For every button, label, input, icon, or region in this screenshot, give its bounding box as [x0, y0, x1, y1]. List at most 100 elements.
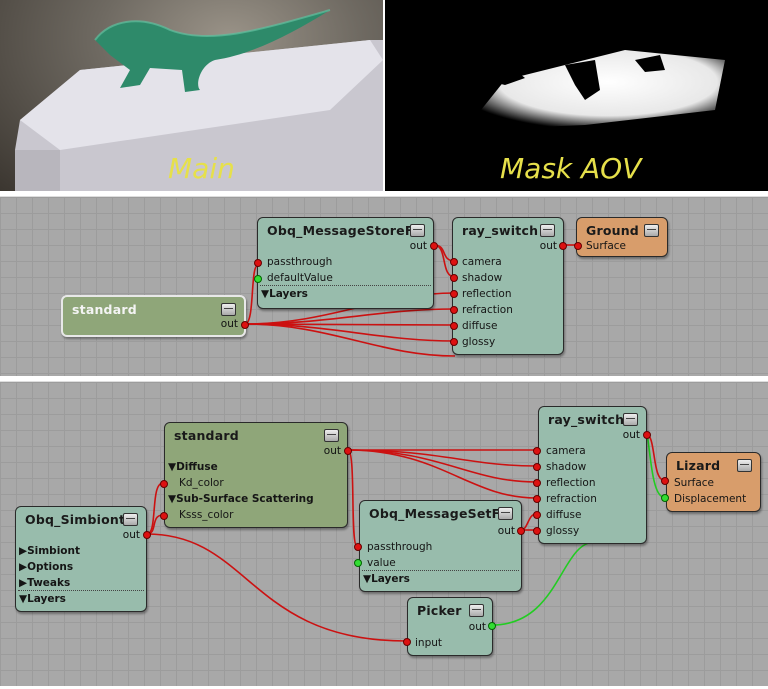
camera-port[interactable] — [450, 258, 458, 266]
port-label: glossy — [462, 336, 496, 348]
message-store-node[interactable]: Obq_MessageStoreFlt out passthrough defa… — [257, 217, 434, 309]
out-label: out — [122, 529, 140, 541]
section-toggle[interactable]: ▶Options — [19, 561, 74, 573]
passthrough-port[interactable] — [254, 259, 262, 267]
port-label: camera — [546, 445, 586, 457]
node-title: Ground — [586, 223, 639, 238]
standard-out-port[interactable] — [241, 321, 249, 329]
port-label: refraction — [546, 493, 597, 505]
node-title: Obq_MessageSetFlt — [369, 506, 512, 521]
out-label: out — [539, 240, 557, 252]
lizard-output-node[interactable]: Lizard Surface Displacement — [666, 452, 761, 512]
standard-node[interactable]: standard out — [61, 295, 246, 337]
standard-out-port[interactable] — [344, 447, 352, 455]
rayswitch-out-port[interactable] — [559, 242, 567, 250]
ksss-color-port[interactable] — [160, 512, 168, 520]
collapse-icon[interactable] — [221, 303, 236, 316]
out-label: out — [622, 429, 640, 441]
port-label: camera — [462, 256, 502, 268]
port-label: reflection — [546, 477, 596, 489]
node-title: standard — [174, 428, 239, 443]
ground-surface-port[interactable] — [574, 242, 582, 250]
picker-out-port[interactable] — [488, 622, 496, 630]
collapse-icon[interactable] — [498, 507, 513, 520]
lizard-displacement-port[interactable] — [661, 494, 669, 502]
lizard-render-image — [15, 9, 383, 191]
ray-switch-node[interactable]: ray_switch out camera shadow reflection … — [452, 217, 564, 355]
message-set-node[interactable]: Obq_MessageSetFlt out passthrough value … — [359, 500, 522, 592]
reflection-port[interactable] — [450, 290, 458, 298]
port-label: defaultValue — [267, 272, 333, 284]
diffuse-port[interactable] — [450, 322, 458, 330]
out-label: out — [220, 318, 238, 330]
simbiont-out-port[interactable] — [143, 531, 151, 539]
collapse-icon[interactable] — [737, 459, 752, 472]
lizard-surface-port[interactable] — [661, 477, 669, 485]
out-label: out — [323, 445, 341, 457]
kd-color-port[interactable] — [160, 480, 168, 488]
port-label: refraction — [462, 304, 513, 316]
section-toggle[interactable]: ▼Sub-Surface Scattering — [168, 493, 314, 505]
refraction-port[interactable] — [533, 495, 541, 503]
ray-switch-node[interactable]: ray_switch out camera shadow reflection … — [538, 406, 647, 544]
port-label: Surface — [674, 477, 715, 489]
glossy-port[interactable] — [533, 527, 541, 535]
collapse-icon[interactable] — [644, 224, 659, 237]
node-title: Obq_Simbiont — [25, 512, 126, 527]
port-label: Surface — [586, 240, 627, 252]
out-label: out — [409, 240, 427, 252]
node-title: ray_switch — [462, 223, 539, 238]
collapse-icon[interactable] — [540, 224, 555, 237]
standard-node[interactable]: standard out ▼Diffuse Kd_color ▼Sub-Surf… — [164, 422, 348, 528]
value-port[interactable] — [354, 559, 362, 567]
collapse-icon[interactable] — [410, 224, 425, 237]
simbiont-node[interactable]: Obq_Simbiont out ▶Simbiont ▶Options ▶Twe… — [15, 506, 147, 612]
set-out-port[interactable] — [517, 527, 525, 535]
out-label: out — [468, 621, 486, 633]
refraction-port[interactable] — [450, 306, 458, 314]
port-label: glossy — [546, 525, 580, 537]
section-toggle[interactable]: ▼Layers — [363, 573, 410, 585]
node-title: Obq_MessageStoreFlt — [267, 223, 425, 238]
port-label: input — [415, 637, 443, 649]
passthrough-port[interactable] — [354, 543, 362, 551]
camera-port[interactable] — [533, 447, 541, 455]
port-label: shadow — [546, 461, 587, 473]
port-label: diffuse — [462, 320, 498, 332]
section-toggle[interactable]: ▼Diffuse — [168, 461, 218, 473]
port-label: Kd_color — [179, 477, 224, 489]
port-label: passthrough — [367, 541, 433, 553]
collapse-icon[interactable] — [469, 604, 484, 617]
reflection-port[interactable] — [533, 479, 541, 487]
node-title: Picker — [417, 603, 462, 618]
node-graph-1[interactable]: standard out Obq_MessageStoreFlt out pas… — [0, 196, 768, 376]
shadow-port[interactable] — [533, 463, 541, 471]
port-label: value — [367, 557, 396, 569]
store-out-port[interactable] — [430, 242, 438, 250]
node-graph-2[interactable]: Obq_Simbiont out ▶Simbiont ▶Options ▶Twe… — [0, 381, 768, 686]
render-previews: Main Mask AOV — [0, 0, 768, 191]
section-toggle[interactable]: ▼Layers — [261, 288, 308, 300]
diffuse-port[interactable] — [533, 511, 541, 519]
collapse-icon[interactable] — [324, 429, 339, 442]
picker-node[interactable]: Picker out input — [407, 597, 493, 656]
rayswitch-out-port[interactable] — [643, 431, 651, 439]
out-label: out — [497, 525, 515, 537]
shadow-port[interactable] — [450, 274, 458, 282]
node-title: standard — [72, 302, 137, 317]
port-label: Ksss_color — [179, 509, 234, 521]
collapse-icon[interactable] — [123, 513, 138, 526]
divider — [362, 570, 519, 571]
section-toggle[interactable]: ▶Tweaks — [19, 577, 71, 589]
port-label: reflection — [462, 288, 512, 300]
glossy-port[interactable] — [450, 338, 458, 346]
node-title: ray_switch — [548, 412, 625, 427]
port-label: passthrough — [267, 256, 333, 268]
picker-input-port[interactable] — [403, 638, 411, 646]
section-toggle[interactable]: ▶Simbiont — [19, 545, 81, 557]
ground-output-node[interactable]: Ground Surface — [576, 217, 668, 257]
collapse-icon[interactable] — [623, 413, 638, 426]
defaultvalue-port[interactable] — [254, 275, 262, 283]
section-toggle[interactable]: ▼Layers — [19, 593, 66, 605]
mask-aov-image — [465, 50, 725, 130]
